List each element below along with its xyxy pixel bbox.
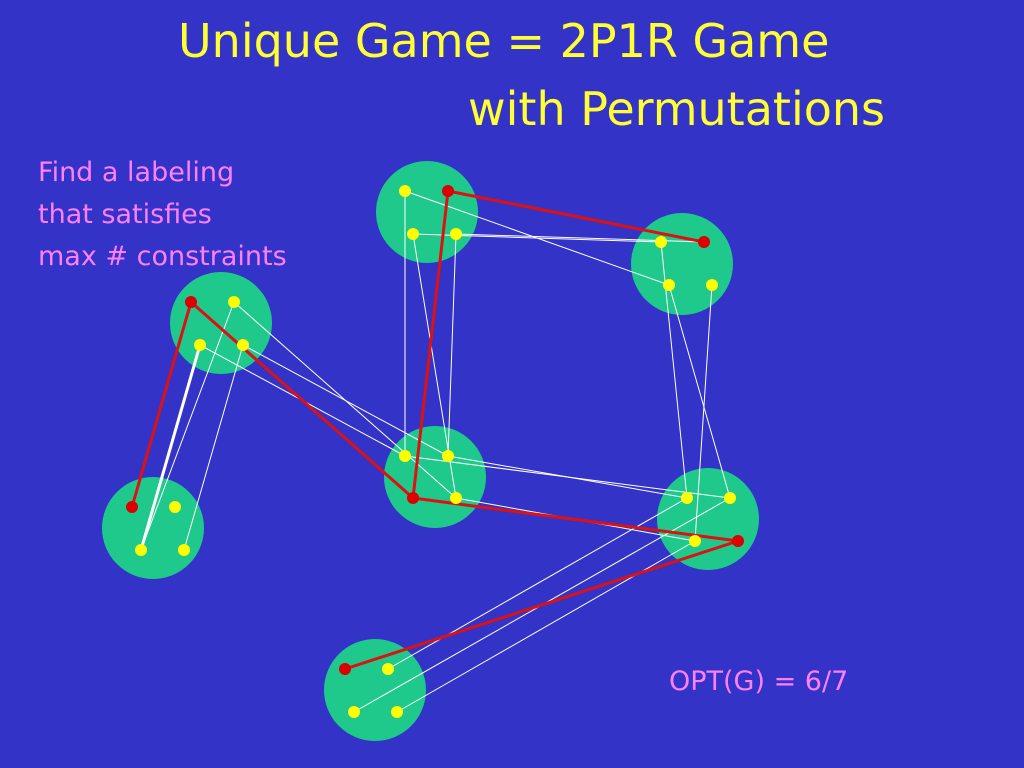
label-dot-d xyxy=(450,492,462,504)
task-description: Find a labeling that satisfies max # con… xyxy=(38,152,287,278)
satisfied-edge-e-g xyxy=(344,539,739,671)
label-dot-a xyxy=(407,228,419,240)
label-dot-a xyxy=(399,185,411,197)
label-dot-g xyxy=(348,706,360,718)
slide-title-line2: with Permutations xyxy=(468,82,885,136)
vertex-g xyxy=(324,639,426,741)
vertex-e xyxy=(657,468,759,570)
chosen-label-dot-f xyxy=(126,501,138,513)
satisfied-edge-c-f xyxy=(130,301,193,508)
label-dot-c xyxy=(194,339,206,351)
satisfied-edge-a-b xyxy=(447,189,705,244)
label-dot-d xyxy=(399,450,411,462)
task-description-line2: that satisfies xyxy=(38,199,212,230)
chosen-label-dot-d xyxy=(407,492,419,504)
satisfied-edge-c-d xyxy=(190,300,414,500)
violated-edge-c-f xyxy=(139,344,202,551)
label-dot-b xyxy=(655,236,667,248)
vertex-layer xyxy=(102,161,759,741)
constraint-line xyxy=(668,284,731,499)
constraint-line xyxy=(694,284,713,542)
satisfied-edge-d-e xyxy=(412,496,739,543)
label-dot-e xyxy=(681,492,693,504)
constraint-line xyxy=(447,455,688,499)
opt-value-label: OPT(G) = 6/7 xyxy=(669,666,849,697)
task-description-line1: Find a labeling xyxy=(38,157,235,188)
task-description-line3: max # constraints xyxy=(38,241,287,272)
constraint-line xyxy=(447,233,457,457)
label-dot-b xyxy=(706,279,718,291)
vertex-b xyxy=(631,213,733,315)
label-dot-e xyxy=(689,535,701,547)
vertex-d xyxy=(384,426,486,528)
constraint-line xyxy=(183,344,244,551)
label-dot-g xyxy=(382,663,394,675)
constraint-line xyxy=(242,344,449,457)
label-dot-g xyxy=(391,706,403,718)
chosen-label-dot-b xyxy=(698,236,710,248)
label-dot-c xyxy=(237,339,249,351)
chosen-label-dot-e xyxy=(732,535,744,547)
chosen-label-dot-a xyxy=(442,185,454,197)
constraint-line xyxy=(140,301,235,551)
labeling-edge-layer xyxy=(130,189,739,671)
label-dot-a xyxy=(450,228,462,240)
chosen-label-dot-c xyxy=(185,296,197,308)
label-dot-b xyxy=(663,279,675,291)
satisfied-edge-a-d xyxy=(411,190,450,499)
constraint-line xyxy=(396,540,696,713)
label-dot-d xyxy=(442,450,454,462)
label-dot-layer xyxy=(126,185,744,718)
label-dot-f xyxy=(169,501,181,513)
label-dot-f xyxy=(135,544,147,556)
vertex-f xyxy=(102,477,204,579)
label-dot-f xyxy=(178,544,190,556)
label-dot-c xyxy=(228,296,240,308)
chosen-label-dot-g xyxy=(339,663,351,675)
slide-title-line1: Unique Game = 2P1R Game xyxy=(178,14,830,68)
label-dot-e xyxy=(724,492,736,504)
